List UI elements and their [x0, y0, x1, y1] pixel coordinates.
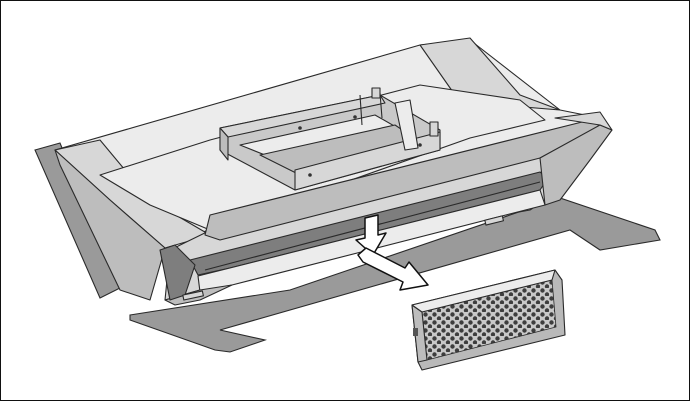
down-arrow-icon	[355, 214, 387, 256]
grease-filter	[411, 269, 566, 371]
pull-out-arrow-icon	[357, 247, 429, 291]
internal-bracket	[219, 87, 441, 191]
